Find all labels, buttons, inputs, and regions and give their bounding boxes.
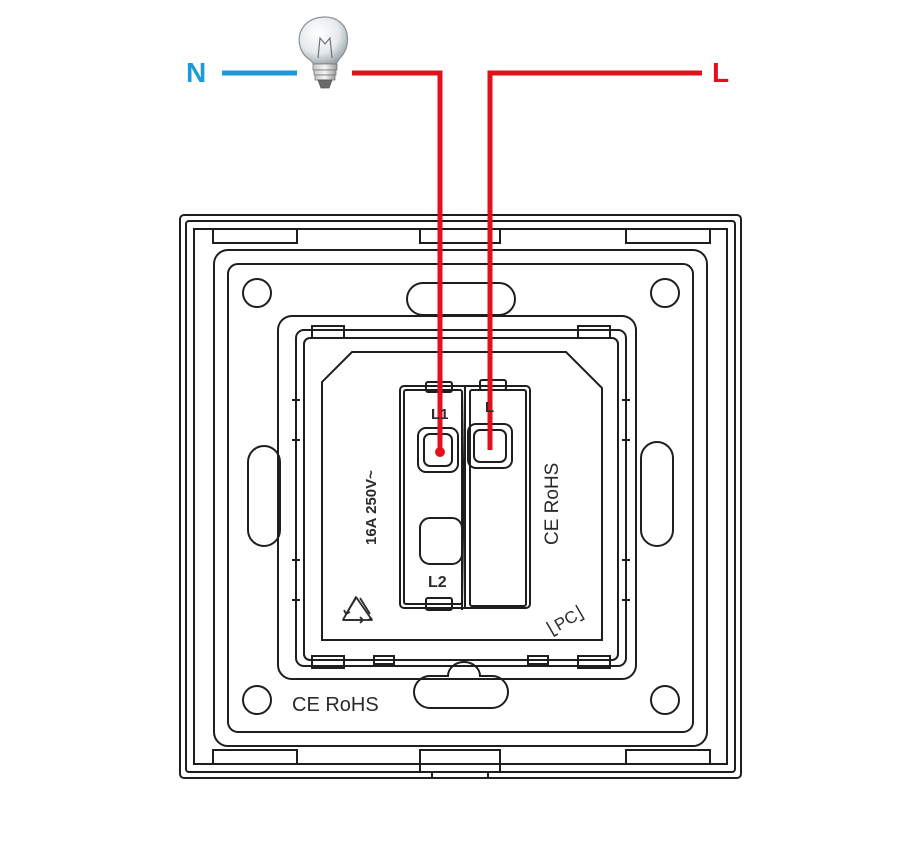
neutral-label: N (186, 57, 206, 88)
switch-module (277, 315, 637, 680)
terminal-l1-label: L1 (431, 406, 449, 423)
mounting-plate (213, 249, 708, 747)
terminal-l2-slot (419, 517, 463, 565)
live-label: L (712, 57, 729, 88)
terminal-block (399, 379, 531, 611)
live-wire-load (352, 70, 443, 452)
screw-holes (242, 278, 680, 715)
light-bulb-icon (298, 16, 349, 89)
cert-bottom-label: CE RoHS (292, 694, 379, 716)
rating-label: 16A 250V~ (363, 470, 380, 545)
keyhole-slots (247, 282, 674, 709)
terminal-l2-label: L2 (428, 574, 447, 591)
l1-contact-dot (435, 447, 445, 457)
recycle-icon (342, 596, 373, 624)
pc-material-mark: PC (545, 604, 585, 637)
cert-side-label: CE RoHS (542, 463, 563, 545)
svg-text:PC: PC (551, 606, 581, 634)
switch-frame (179, 214, 742, 779)
live-wire-supply (487, 70, 702, 450)
terminal-l-label: L (485, 399, 494, 416)
